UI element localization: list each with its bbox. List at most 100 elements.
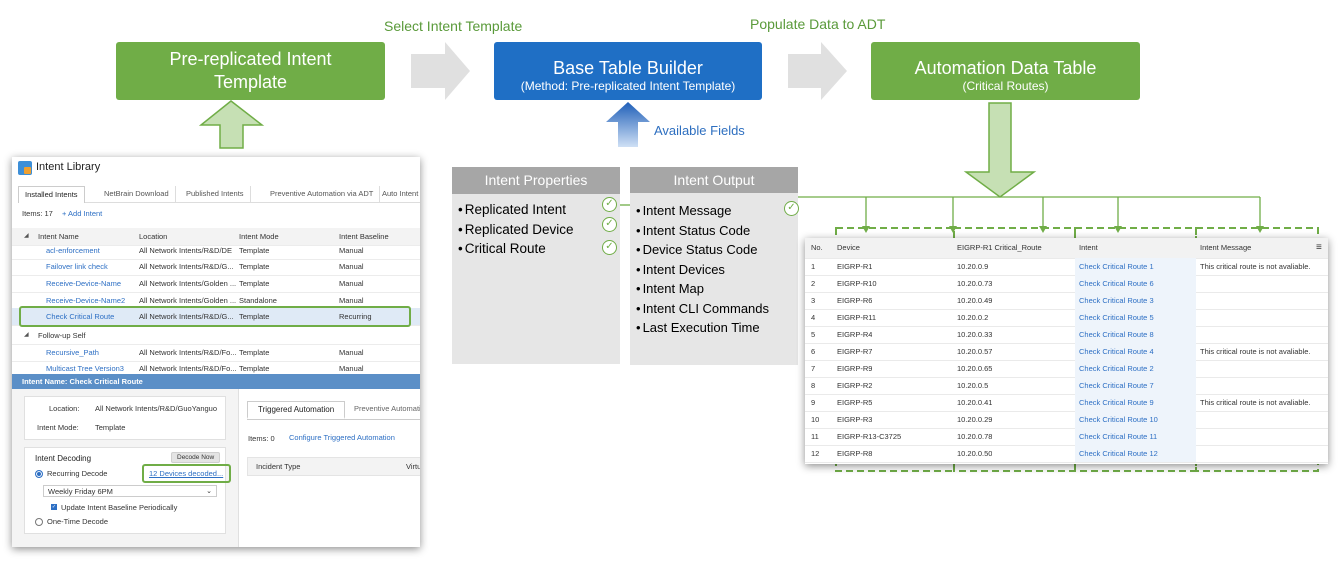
update-baseline-checkbox[interactable]: ✓: [51, 504, 57, 510]
menu-icon[interactable]: ≡: [1316, 242, 1322, 253]
tab-installed-intents[interactable]: Installed Intents: [18, 186, 85, 203]
pre-replicated-template-box: Pre-replicated Intent Template: [116, 42, 385, 100]
configure-triggered-link[interactable]: Configure Triggered Automation: [289, 433, 395, 442]
output-item: Intent Status Code: [636, 221, 798, 241]
cell-intent: Check Critical Route 12: [1079, 449, 1158, 458]
cell-intent: Check Critical Route 10: [1079, 415, 1158, 424]
cell-intent: Check Critical Route 8: [1079, 330, 1154, 339]
add-intent-button[interactable]: + Add Intent: [62, 209, 103, 218]
cell-no: 9: [811, 398, 816, 407]
library-header-row: ◢ Intent Name Location Intent Mode Inten…: [12, 228, 420, 246]
cell-route: 10.20.0.73: [957, 279, 993, 288]
intent-cell-bg: [1075, 275, 1196, 292]
table-row[interactable]: Failover link check All Network Intents/…: [12, 258, 420, 276]
intent-cell-bg: [1075, 343, 1196, 360]
table-row[interactable]: acl-enforcement All Network Intents/R&D/…: [12, 242, 420, 260]
cell-device: EIGRP-R4: [837, 330, 873, 339]
intent-cell-bg: [1075, 360, 1196, 377]
incident-header: Incident Type Virtu: [247, 457, 420, 476]
chevron-down-icon: ⌄: [206, 488, 212, 495]
cell-device: EIGRP-R13-C3725: [837, 432, 902, 441]
tab-published-intents[interactable]: Published Intents: [180, 186, 251, 202]
schedule-select[interactable]: Weekly Friday 6PM ⌄: [43, 485, 217, 497]
collapse-icon[interactable]: ◢: [24, 233, 29, 239]
cell-msg: This critical route is not avaliable.: [1200, 262, 1311, 271]
cell-no: 6: [811, 347, 816, 356]
available-fields-label: Available Fields: [654, 123, 745, 138]
col-intent-name: Intent Name: [38, 232, 79, 241]
cell-route: 10.20.0.78: [957, 432, 993, 441]
group-row[interactable]: ◢ Follow-up Self: [12, 327, 420, 345]
table-row[interactable]: Recursive_Path All Network Intents/R&D/F…: [12, 344, 420, 362]
collapse-icon[interactable]: ◢: [24, 332, 29, 338]
devices-decoded-link[interactable]: 12 Devices decoded...: [149, 469, 224, 478]
automation-data-table-box: Automation Data Table (Critical Routes): [871, 42, 1140, 100]
check-icon: ✓: [602, 197, 617, 212]
detail-bar: Intent Name: Check Critical Route: [12, 374, 420, 389]
select-intent-template-label: Select Intent Template: [384, 18, 523, 34]
cell-device: EIGRP-R10: [837, 279, 877, 288]
recurring-radio[interactable]: [35, 470, 43, 478]
cell-no: 1: [811, 262, 816, 271]
intent-cell-bg: [1075, 326, 1196, 343]
cell-route: 10.20.0.49: [957, 296, 993, 305]
cell-intent: Check Critical Route 1: [1079, 262, 1154, 271]
intent-library-icon: [18, 161, 32, 175]
intent-cell-bg: [1075, 258, 1196, 275]
table-row[interactable]: Receive-Device-Name All Network Intents/…: [12, 275, 420, 293]
check-icon: ✓: [602, 217, 617, 232]
cell-intent: Check Critical Route 9: [1079, 398, 1154, 407]
box1-line1: Pre-replicated Intent: [169, 49, 332, 69]
intent-library-panel: Intent Library Installed Intents NetBrai…: [12, 157, 420, 547]
tab-preventive[interactable]: Preventive Automation: [354, 404, 420, 413]
cell-intent: Check Critical Route 2: [1079, 364, 1154, 373]
tab-auto-intent[interactable]: Auto Intent: [376, 186, 420, 202]
box3-subtitle: (Critical Routes): [962, 79, 1049, 93]
decoding-card: Intent Decoding Decode Now Recurring Dec…: [24, 447, 231, 534]
prop-item: Replicated Device: [458, 220, 620, 240]
one-time-radio[interactable]: [35, 518, 43, 526]
table-row[interactable]: 1 EIGRP-R1 10.20.0.9 Check Critical Route 1…: [805, 258, 1328, 276]
cell-intent: Check Critical Route 7: [1079, 381, 1154, 390]
decode-now-button[interactable]: Decode Now: [171, 452, 221, 463]
cell-device: EIGRP-R9: [837, 364, 873, 373]
col-location: Location: [139, 232, 168, 241]
cell-device: EIGRP-R2: [837, 381, 873, 390]
intent-properties-header: Intent Properties: [452, 167, 620, 194]
cell-intent: Check Critical Route 4: [1079, 347, 1154, 356]
cell-intent: Check Critical Route 6: [1079, 279, 1154, 288]
box1-line2: Template: [213, 72, 288, 92]
populate-data-label: Populate Data to ADT: [750, 16, 886, 32]
location-card: Location: All Network Intents/R&D/GuoYan…: [24, 396, 226, 440]
cell-route: 10.20.0.2: [957, 313, 989, 322]
cell-no: 7: [811, 364, 816, 373]
tab-triggered-automation[interactable]: Triggered Automation: [247, 401, 346, 419]
gray-arrow-2: [788, 42, 847, 100]
cell-route: 10.20.0.29: [957, 415, 993, 424]
green-up-arrow: [198, 100, 265, 149]
library-tabs: Installed Intents NetBrain Download Publ…: [18, 186, 420, 203]
col-intent-baseline: Intent Baseline: [339, 232, 389, 241]
cell-no: 4: [811, 313, 816, 322]
col-intent-mode: Intent Mode: [239, 232, 279, 241]
tab-netbrain-download[interactable]: NetBrain Download: [98, 186, 176, 202]
cell-device: EIGRP-R6: [837, 296, 873, 305]
intent-output-body: Intent Message Intent Status Code Device…: [630, 193, 798, 365]
intent-cell-bg: [1075, 377, 1196, 394]
cell-device: EIGRP-R5: [837, 398, 873, 407]
tab-preventive-automation[interactable]: Preventive Automation via ADT: [264, 186, 381, 202]
prop-item: Replicated Intent: [458, 200, 620, 220]
cell-route: 10.20.0.9: [957, 262, 989, 271]
cell-device: EIGRP-R1: [837, 262, 873, 271]
